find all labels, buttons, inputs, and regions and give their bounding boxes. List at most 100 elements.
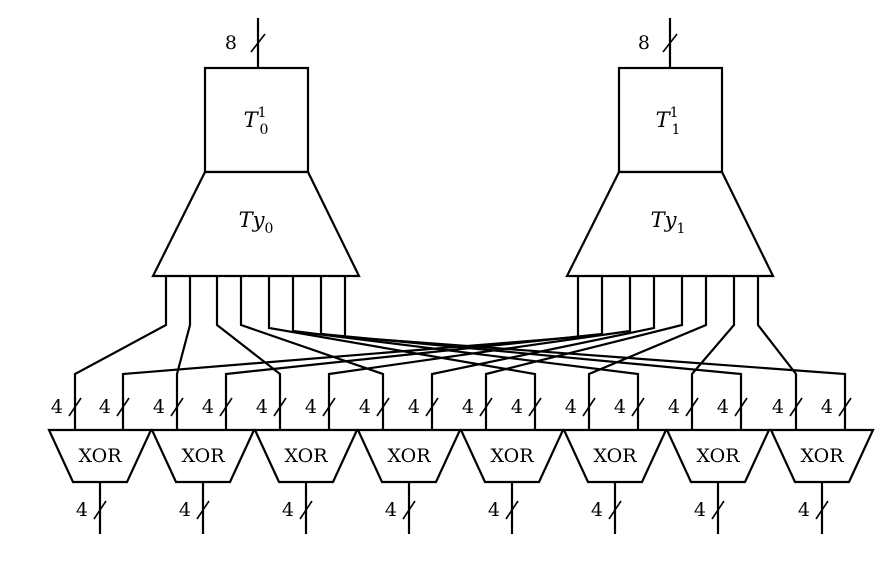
- input-width-label-3-a: 4: [359, 396, 371, 418]
- xor-label-6: XOR: [696, 445, 740, 467]
- width-tick-out-7: [815, 500, 829, 520]
- width-tick-out-4: [505, 500, 519, 520]
- width-tick-input-1: [662, 33, 678, 53]
- output-width-label-2: 4: [282, 499, 294, 521]
- mux-trapezoid-0: [151, 170, 361, 278]
- width-tick-0-a: [68, 397, 82, 417]
- xor-shape-1: [150, 428, 256, 484]
- output-width-label-3: 4: [385, 499, 397, 521]
- xor-shape-2: [253, 428, 359, 484]
- wire-left-7: [343, 276, 847, 430]
- output-width-label-1: 4: [179, 499, 191, 521]
- xor-shape-4: [459, 428, 565, 484]
- input-width-label-6-b: 4: [717, 396, 729, 418]
- width-tick-3-b: [425, 397, 439, 417]
- width-tick-out-2: [299, 500, 313, 520]
- input-width-label-2-a: 4: [256, 396, 268, 418]
- xor-label-1: XOR: [181, 445, 225, 467]
- input-width-label-0: 8: [225, 32, 237, 54]
- xor-shape-6: [665, 428, 771, 484]
- width-tick-4-b: [528, 397, 542, 417]
- wire-left-2: [215, 276, 282, 430]
- wire-left-3: [239, 276, 385, 430]
- wire-right-5: [587, 276, 708, 430]
- output-width-label-5: 4: [591, 499, 603, 521]
- width-tick-0-b: [116, 397, 130, 417]
- mux-label-0: Ty0: [239, 208, 274, 237]
- width-tick-1-b: [219, 397, 233, 417]
- wire-right-4: [484, 276, 684, 430]
- wire-right-1: [224, 276, 604, 430]
- mux-label-1: Ty1: [651, 208, 686, 237]
- mux-trapezoid-1: [565, 170, 775, 278]
- xor-label-2: XOR: [284, 445, 328, 467]
- xor-label-4: XOR: [490, 445, 534, 467]
- width-tick-6-a: [685, 397, 699, 417]
- width-tick-7-b: [838, 397, 852, 417]
- wire-right-7: [756, 276, 798, 430]
- width-tick-2-a: [273, 397, 287, 417]
- output-width-label-0: 4: [76, 499, 88, 521]
- input-width-label-4-b: 4: [511, 396, 523, 418]
- input-width-label-1: 8: [638, 32, 650, 54]
- xor-shape-3: [356, 428, 462, 484]
- input-width-label-1-b: 4: [202, 396, 214, 418]
- width-tick-5-a: [582, 397, 596, 417]
- width-tick-4-a: [479, 397, 493, 417]
- xor-shape-7: [769, 428, 875, 484]
- width-tick-out-6: [711, 500, 725, 520]
- width-tick-7-a: [789, 397, 803, 417]
- input-width-label-7-a: 4: [772, 396, 784, 418]
- input-width-label-3-b: 4: [408, 396, 420, 418]
- table-box-1: [617, 66, 724, 174]
- width-tick-out-1: [196, 500, 210, 520]
- xor-shape-0: [47, 428, 153, 484]
- input-width-label-7-b: 4: [821, 396, 833, 418]
- width-tick-out-0: [93, 500, 107, 520]
- input-width-label-0-b: 4: [99, 396, 111, 418]
- xor-label-5: XOR: [593, 445, 637, 467]
- input-width-label-2-b: 4: [305, 396, 317, 418]
- width-tick-5-b: [631, 397, 645, 417]
- xor-label-3: XOR: [387, 445, 431, 467]
- wire-left-5: [291, 276, 640, 430]
- xor-label-7: XOR: [800, 445, 844, 467]
- width-tick-input-0: [250, 33, 266, 53]
- wire-right-3: [430, 276, 656, 430]
- width-tick-2-b: [322, 397, 336, 417]
- input-width-label-6-a: 4: [668, 396, 680, 418]
- xor-shape-5: [562, 428, 668, 484]
- wire-left-1: [175, 276, 192, 430]
- wiring: [73, 276, 847, 430]
- width-tick-6-b: [734, 397, 748, 417]
- wire-left-0: [73, 276, 168, 430]
- input-width-label-4-a: 4: [462, 396, 474, 418]
- width-tick-1-a: [170, 397, 184, 417]
- output-width-label-4: 4: [488, 499, 500, 521]
- output-width-label-7: 4: [798, 499, 810, 521]
- output-width-label-6: 4: [694, 499, 706, 521]
- input-width-label-5-b: 4: [614, 396, 626, 418]
- wire-right-2: [327, 276, 632, 430]
- xor-label-0: XOR: [78, 445, 122, 467]
- input-width-label-0-a: 4: [51, 396, 63, 418]
- width-tick-out-5: [608, 500, 622, 520]
- wire-right-6: [690, 276, 736, 430]
- input-width-label-1-a: 4: [153, 396, 165, 418]
- width-tick-out-3: [402, 500, 416, 520]
- input-width-label-5-a: 4: [565, 396, 577, 418]
